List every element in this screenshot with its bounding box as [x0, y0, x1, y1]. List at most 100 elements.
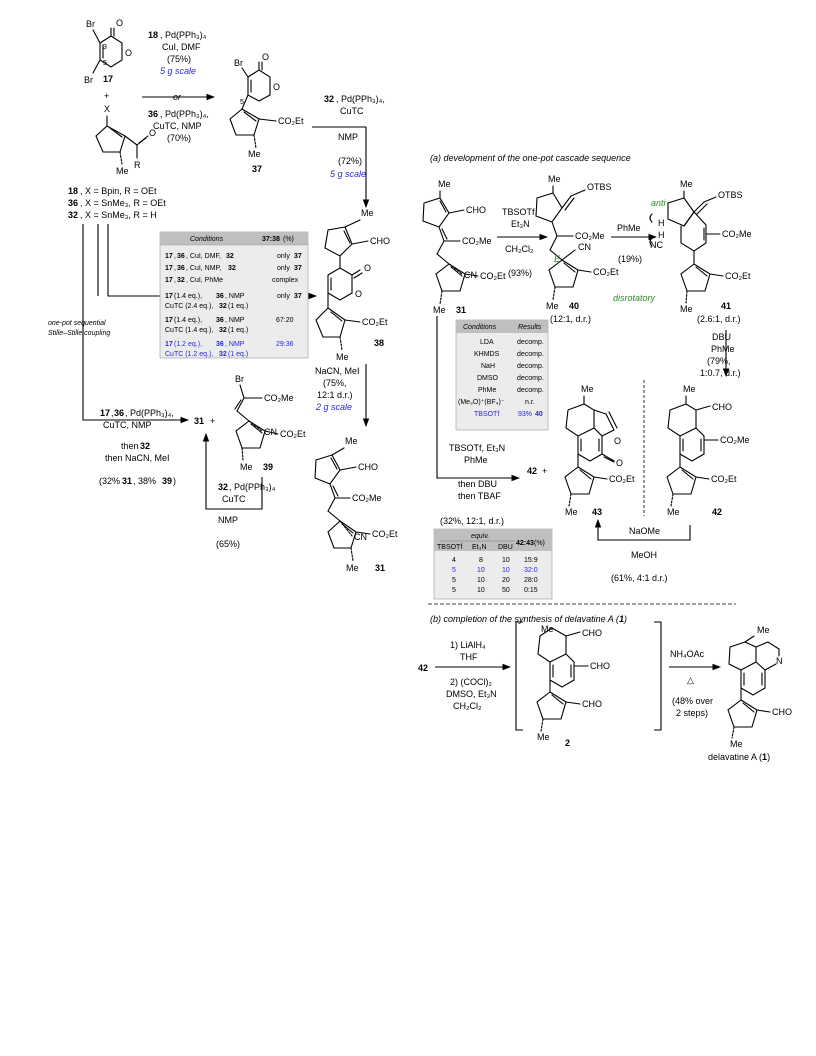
step-42-to-43: NaOMe MeOH (61%, 4:1 d.r.) — [594, 518, 691, 583]
br-label: Br — [86, 19, 95, 29]
svg-text:32: 32 — [226, 253, 234, 260]
svg-text:decomp.: decomp. — [517, 339, 544, 346]
svg-text:(1 eq.): (1 eq.) — [228, 351, 248, 358]
svg-text:CO₂Et: CO₂Et — [362, 317, 388, 327]
svg-text:): ) — [173, 476, 176, 486]
svg-text:32: 32 — [219, 327, 227, 334]
step2-conditions: 32 , Pd(PPh₃)₄, CuTC NMP (72%) 5 g scale — [312, 94, 385, 209]
compound-37: Br O O 5 CO₂Et Me 37 — [229, 52, 304, 174]
svg-text:PhMe: PhMe — [464, 455, 488, 465]
oxygen-label: O — [116, 18, 123, 28]
svg-text:(75%): (75%) — [167, 54, 191, 64]
compound-31-a: Me CHO CO₂Me CN CO₂Et Me 31 — [422, 179, 506, 315]
svg-text:42: 42 — [712, 507, 722, 517]
svg-text:15:9: 15:9 — [524, 557, 538, 564]
svg-text:(93%): (93%) — [508, 268, 532, 278]
svg-text:O: O — [616, 458, 623, 468]
svg-text:32: 32 — [324, 94, 334, 104]
table-row-highlight: 5 10 10 32:0 — [452, 567, 538, 574]
svg-text:10: 10 — [477, 587, 485, 594]
svg-text:then TBAF: then TBAF — [458, 491, 501, 501]
svg-text:1) LiAlH₄: 1) LiAlH₄ — [450, 640, 486, 650]
svg-text:Me: Me — [345, 436, 358, 446]
svg-text:only: only — [277, 265, 290, 272]
svg-text:NH₄OAc: NH₄OAc — [670, 649, 705, 659]
svg-text:CuTC (2.4 eq.),: CuTC (2.4 eq.), — [165, 303, 213, 310]
svg-text:5: 5 — [452, 567, 456, 574]
svg-text:Me: Me — [683, 384, 696, 394]
svg-text:NMP: NMP — [338, 132, 358, 142]
svg-text:CHO: CHO — [590, 661, 610, 671]
svg-text:12:1 d.r.): 12:1 d.r.) — [317, 390, 353, 400]
svg-text:1:0.7, d.r.): 1:0.7, d.r.) — [700, 368, 741, 378]
svg-text:decomp.: decomp. — [517, 351, 544, 358]
svg-text:decomp.: decomp. — [517, 363, 544, 370]
table-row: 17 , 36 , CuI, DMF, 32 only 37 — [165, 253, 302, 260]
compound-39: Br CO₂Me CN CO₂Et Me 39 — [234, 374, 306, 472]
table-row-highlight: 17 (1.2 eq.), 36 , NMP CuTC (1.2 eq.), 3… — [165, 341, 294, 358]
svg-text:OTBS: OTBS — [718, 190, 743, 200]
svg-text:Me: Me — [546, 301, 559, 311]
svg-text:5: 5 — [452, 587, 456, 594]
svg-text:decomp.: decomp. — [517, 387, 544, 394]
svg-text:Me: Me — [730, 739, 743, 749]
svg-text:5: 5 — [240, 99, 244, 106]
table-row: 17 (1.4 eq.), 36 , NMP CuTC (1.4 eq.), 3… — [165, 317, 294, 334]
svg-text:, NMP: , NMP — [225, 293, 245, 300]
svg-text:equiv.: equiv. — [471, 533, 489, 540]
svg-text:NaH: NaH — [481, 363, 495, 370]
svg-text:Me: Me — [240, 462, 253, 472]
svg-text:PhMe: PhMe — [478, 387, 496, 394]
svg-text:DBU: DBU — [712, 332, 731, 342]
svg-text:n.r.: n.r. — [525, 399, 535, 406]
svg-text:OTBS: OTBS — [587, 182, 612, 192]
svg-text:(1.4 eq.),: (1.4 eq.), — [174, 293, 202, 300]
svg-text:THF: THF — [460, 652, 478, 662]
svg-text:TBSOTf: TBSOTf — [474, 411, 499, 418]
svg-text:41: 41 — [721, 301, 731, 311]
svg-text:Conditions: Conditions — [190, 236, 224, 243]
step-31-to-40: TBSOTf Et₃N CH₂Cl₂ (93%) — [497, 207, 549, 278]
svg-text:Et₃N: Et₃N — [511, 219, 530, 229]
svg-text:36: 36 — [216, 341, 224, 348]
step1-conditions: 18 , Pd(PPh₃)₄ CuI, DMF (75%) 5 g scale … — [142, 30, 216, 143]
r-label: R — [134, 160, 141, 170]
step3-conditions: NaCN, MeI (75%, 12:1 d.r.) 2 g scale — [315, 364, 370, 428]
svg-text:Et₃N: Et₃N — [472, 544, 487, 551]
svg-text:O: O — [614, 436, 621, 446]
svg-text:complex: complex — [272, 277, 299, 284]
position-label: 3 — [103, 44, 107, 51]
svg-text:H: H — [658, 218, 665, 228]
compound-43: Me O O CO₂Et Me 43 — [564, 384, 635, 517]
table-row: 5 10 50 0:15 — [452, 587, 538, 594]
svg-text:5: 5 — [452, 577, 456, 584]
svg-text:CuTC: CuTC — [340, 106, 364, 116]
one-pot-label: Stille–Stille coupling — [48, 330, 110, 337]
compound-31: Me CHO CO₂Me CN CO₂Et Me 31 — [314, 436, 398, 573]
svg-text:DMSO, Et₃N: DMSO, Et₃N — [446, 689, 497, 699]
svg-text:(12:1, d.r.): (12:1, d.r.) — [550, 314, 591, 324]
svg-text:31: 31 — [375, 563, 385, 573]
svg-text:CuTC, NMP: CuTC, NMP — [103, 420, 152, 430]
svg-text:,: , — [174, 253, 176, 260]
cyclopentene-reagent: R O Me — [95, 115, 156, 176]
svg-text:18: 18 — [148, 30, 158, 40]
svg-text:10: 10 — [477, 577, 485, 584]
one-pot-conditions: 17 , 36 , Pd(PPh₃)₄, CuTC, NMP then 32 t… — [99, 408, 176, 486]
section-b-step1: 1) LiAlH₄ THF 2) (COCl)₂ DMSO, Et₃N CH₂C… — [435, 640, 512, 711]
svg-text:(1 eq.): (1 eq.) — [228, 303, 248, 310]
svg-text:CO₂Et: CO₂Et — [480, 271, 506, 281]
svg-text:17: 17 — [165, 277, 173, 284]
svg-text:NMP: NMP — [218, 515, 238, 525]
svg-text:CO₂Et: CO₂Et — [372, 529, 398, 539]
svg-text:17: 17 — [165, 317, 173, 324]
svg-text:43: 43 — [592, 507, 602, 517]
svg-text:CHO: CHO — [466, 205, 486, 215]
svg-text:38: 38 — [374, 338, 384, 348]
svg-text:(1.2 eq.),: (1.2 eq.), — [174, 341, 202, 348]
svg-text:(1 eq.): (1 eq.) — [228, 327, 248, 334]
svg-text:CO₂Me: CO₂Me — [720, 435, 750, 445]
svg-text:17: 17 — [100, 408, 110, 418]
svg-text:CuTC: CuTC — [222, 494, 246, 504]
svg-text:32: 32 — [68, 210, 78, 220]
